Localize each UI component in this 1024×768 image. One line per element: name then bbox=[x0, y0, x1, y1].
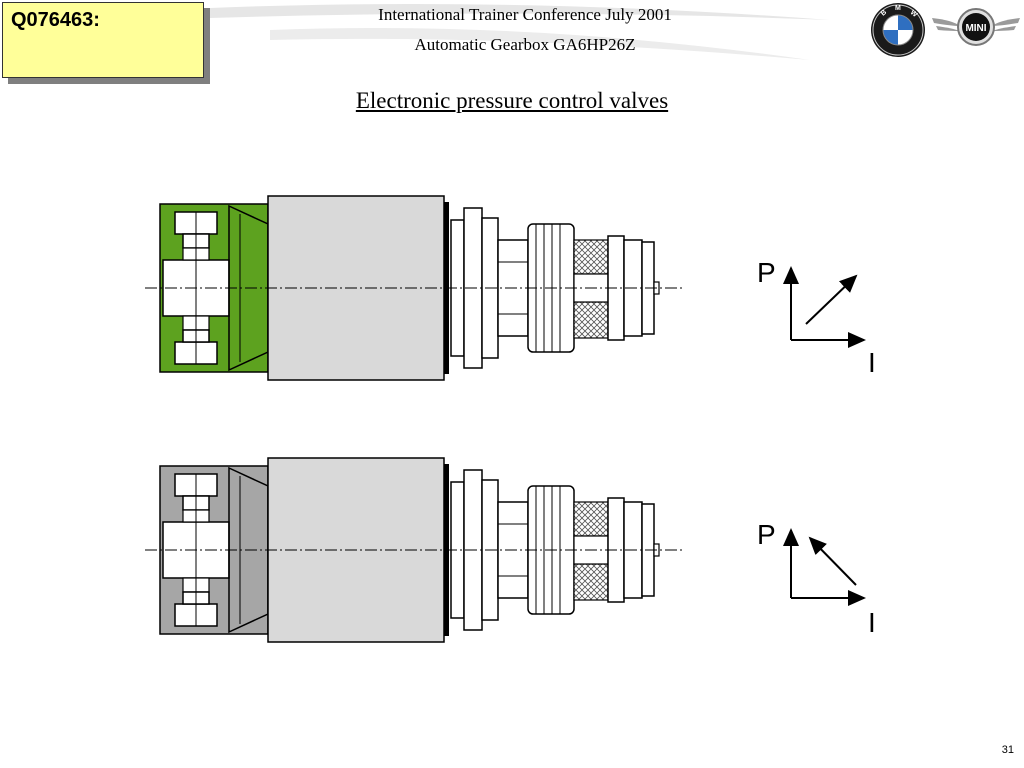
header-swoosh bbox=[210, 4, 830, 60]
current-axis-label: I bbox=[868, 607, 876, 638]
conference-title: International Trainer Conference July 20… bbox=[378, 5, 672, 24]
svg-text:W: W bbox=[909, 9, 919, 19]
pressure-axis-label: P bbox=[757, 519, 776, 550]
question-id-label: Q076463: bbox=[11, 9, 100, 31]
question-id-box: Q076463: bbox=[2, 2, 204, 78]
bmw-logo: B M W bbox=[871, 3, 925, 57]
valve-rising bbox=[144, 195, 683, 381]
svg-text:B: B bbox=[880, 9, 888, 18]
characteristic-falling-graph: P I bbox=[757, 519, 876, 638]
course-subtitle: Automatic Gearbox GA6HP26Z bbox=[414, 35, 636, 54]
characteristic-rising-graph: P I bbox=[757, 257, 876, 378]
mini-logo: MINI bbox=[932, 8, 1020, 46]
svg-text:MINI: MINI bbox=[965, 23, 986, 34]
svg-text:M: M bbox=[895, 5, 901, 12]
current-axis-label: I bbox=[868, 347, 876, 378]
valve-falling bbox=[144, 457, 683, 643]
page-number: 31 bbox=[1001, 744, 1014, 756]
slide-title: Electronic pressure control valves bbox=[355, 88, 669, 113]
pressure-axis-label: P bbox=[757, 257, 776, 288]
